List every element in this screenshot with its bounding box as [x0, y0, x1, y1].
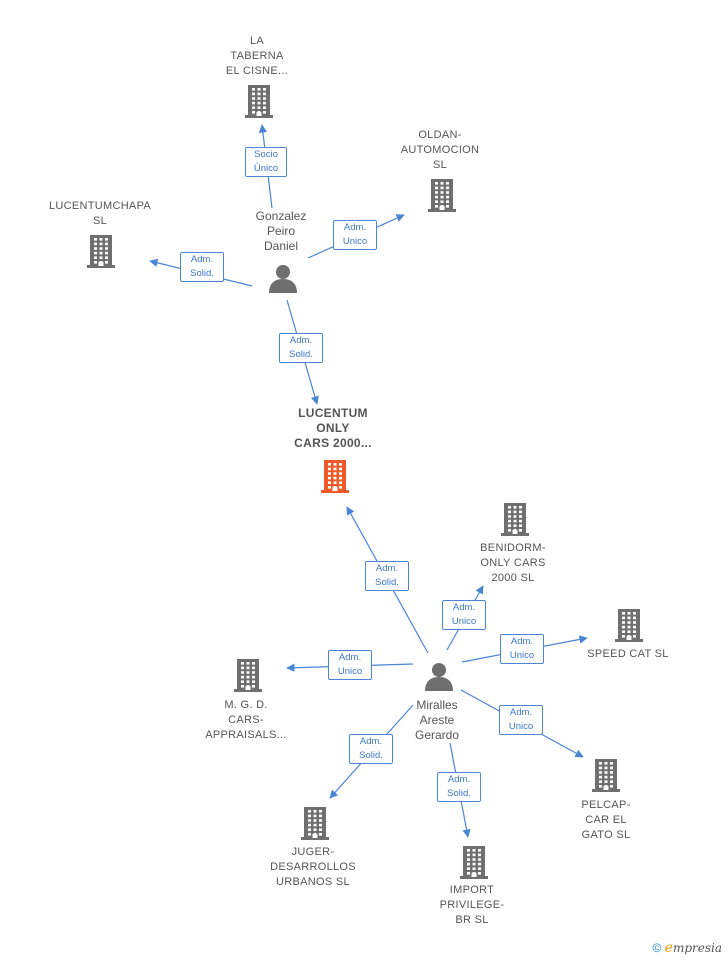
building-icon[interactable] [500, 502, 530, 541]
node-label-speedcat[interactable]: SPEED CAT SL [587, 648, 669, 660]
node-label-oldan[interactable]: OLDAN- AUTOMOCION SL [400, 129, 480, 171]
building-icon[interactable] [300, 806, 330, 845]
edge-label-gonzalez-oldan: Adm. Unico [333, 220, 377, 250]
building-icon[interactable] [233, 658, 263, 697]
person-icon[interactable] [268, 263, 298, 298]
node-label-taberna[interactable]: LA TABERNA EL CISNE... [225, 35, 289, 77]
edge-label-gonzalez-lucentumchapa: Adm. Solid. [180, 252, 224, 282]
node-label-gonzalez[interactable]: Gonzalez Peiro Daniel [255, 209, 307, 253]
edge-label-miralles-mgd: Adm. Unico [328, 650, 372, 680]
edge-label-miralles-speedcat: Adm. Unico [500, 634, 544, 664]
building-icon[interactable] [320, 459, 350, 498]
person-icon[interactable] [424, 661, 454, 696]
node-label-lucentumchapa[interactable]: LUCENTUMCHAPA SL [48, 200, 152, 227]
building-icon[interactable] [427, 178, 457, 217]
node-label-miralles[interactable]: Miralles Areste Gerardo [414, 698, 460, 742]
node-label-benidorm[interactable]: BENIDORM- ONLY CARS 2000 SL [480, 542, 546, 584]
node-label-pelcap[interactable]: PELCAP- CAR EL GATO SL [581, 799, 631, 841]
edge-label-miralles-pelcap: Adm. Unico [499, 705, 543, 735]
node-label-juger[interactable]: JUGER- DESARROLLOS URBANOS SL [270, 846, 356, 888]
node-label-lucentum[interactable]: LUCENTUM ONLY CARS 2000... [294, 406, 372, 450]
building-icon[interactable] [86, 234, 116, 273]
node-label-mgd[interactable]: M. G. D. CARS- APPRAISALS... [205, 699, 287, 741]
building-icon[interactable] [614, 608, 644, 647]
empresia-logo: © empresia [652, 940, 722, 956]
edge-label-gonzalez-lucentum: Adm. Solid. [279, 333, 323, 363]
building-icon[interactable] [244, 84, 274, 123]
copyright-icon: © [652, 941, 662, 955]
edge-label-gonzalez-taberna: Socio Único [245, 147, 287, 177]
edge-label-miralles-lucentum: Adm. Solid. [365, 561, 409, 591]
building-icon[interactable] [591, 758, 621, 797]
edge-label-miralles-juger: Adm. Solid. [349, 734, 393, 764]
building-icon[interactable] [459, 845, 489, 884]
edge-label-miralles-benidorm: Adm. Unico [442, 600, 486, 630]
edge-label-miralles-import: Adm. Solid. [437, 772, 481, 802]
node-label-import[interactable]: IMPORT PRIVILEGE- BR SL [439, 884, 505, 926]
